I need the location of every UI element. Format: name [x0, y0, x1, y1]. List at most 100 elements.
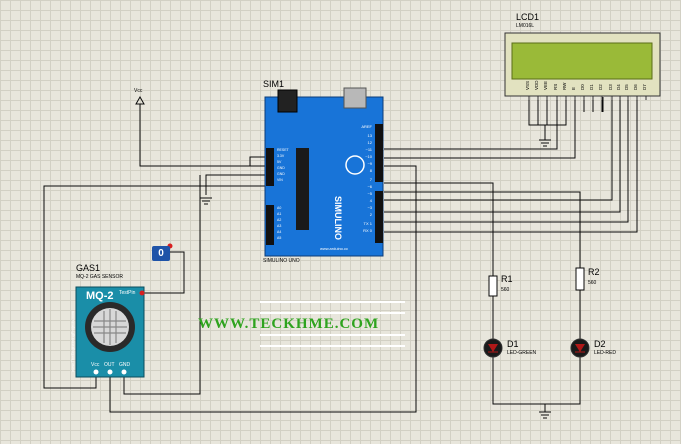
led-d1[interactable]: [483, 338, 503, 358]
arduino-right-pin-label: AREF: [361, 124, 372, 129]
ground-symbol-leds: [539, 411, 551, 419]
wire-lcd-d7: [384, 97, 638, 233]
lcd-pin-label-rw: RW: [562, 82, 567, 90]
arduino-right-pin-label: ~10: [365, 154, 373, 159]
arduino-right-pin-label: ~6: [367, 184, 372, 189]
lcd-ref: LCD1: [516, 12, 540, 22]
watermark: WWW.TECKHME.COM: [198, 316, 380, 332]
arduino-right-pin-label: ~3: [367, 205, 372, 210]
wire-pin13-r1: [384, 182, 494, 276]
r2-value: 560: [588, 280, 597, 286]
gas-pin-vcc: Vcc: [91, 362, 100, 368]
arduino-brand: SIMULINO: [333, 196, 343, 240]
gas-sensor[interactable]: [75, 286, 145, 378]
gas-test-pin-label: TestPin: [119, 290, 136, 296]
wire-lcd-d5: [384, 97, 621, 213]
lcd-pin-label-d6: D6: [633, 84, 638, 90]
arduino-right-pin-label: TX 1: [364, 221, 373, 226]
wire-lcd-e: [384, 97, 576, 159]
arduino-left-pin-label: A3: [277, 224, 281, 228]
lcd-pin-label-vdd: VDD: [534, 80, 539, 90]
arduino-right-pin-label: 4: [370, 198, 373, 203]
lcd-pin-label-rs: RS: [553, 84, 558, 90]
d1-ref: D1: [507, 339, 519, 349]
wire-vcc-gas: [249, 156, 268, 166]
vcc-power-arrow: [135, 95, 145, 105]
arduino-right-headers: [375, 124, 383, 243]
wire-probe: [142, 251, 185, 294]
arduino-logo: [345, 155, 365, 175]
arduino-right-pin-label: ~5: [367, 191, 372, 196]
gas-site: www.TheEngineeringProjects.com: [70, 311, 75, 372]
lcd-pin-label-e: E: [571, 87, 576, 90]
usb-port: [343, 87, 367, 109]
lcd-pin-label-d7: D7: [642, 84, 647, 90]
arduino-left-pin-label: VIN: [277, 178, 283, 182]
arduino-board[interactable]: [264, 87, 384, 257]
lcd-pin-row: [528, 96, 647, 100]
wires: [43, 97, 638, 413]
resistor-r1[interactable]: [488, 275, 498, 297]
lcd-pin-label-vss: VSS: [525, 81, 530, 90]
lcd-pin-label-d3: D3: [608, 84, 613, 90]
wire-lcd-d6: [384, 97, 629, 223]
wire-gas-vcc: [43, 185, 268, 389]
logic-probe-value[interactable]: 0: [152, 246, 170, 261]
arduino-right-pin-label: 7: [370, 177, 373, 182]
grid-placeholder: [260, 301, 405, 347]
arduino-right-pin-label: 13: [368, 133, 373, 138]
wire-lcd-vss: [528, 97, 546, 140]
arduino-model: SIMULINO UNO: [263, 258, 300, 264]
lcd-model: LM016L: [516, 23, 535, 29]
r1-ref: R1: [501, 274, 513, 284]
arduino-left-pin-label: 3.3V: [277, 154, 285, 158]
lcd-display[interactable]: [504, 32, 661, 100]
arduino-right-pin-label: 2: [370, 212, 373, 217]
d2-ref: D2: [594, 339, 606, 349]
wire-pin12-r2: [384, 191, 581, 268]
arduino-left-pin-label: GND: [277, 166, 285, 170]
vcc-label: Vcc: [134, 88, 143, 94]
power-jack: [277, 89, 298, 113]
led-d2[interactable]: [570, 338, 590, 358]
wire-lcd-d4: [384, 97, 613, 201]
arduino-left-headers: [266, 148, 274, 245]
gas-brand: MQ-2: [86, 290, 114, 302]
arduino-url: www.arduino.cc: [320, 246, 349, 251]
arduino-right-pin-label: RX 0: [363, 228, 373, 233]
d1-model: LED-GREEN: [507, 350, 537, 356]
wire-d2-down: [545, 357, 581, 405]
lcd-pin-label-d2: D2: [598, 84, 603, 90]
wire-gas-gnd: [123, 175, 201, 395]
arduino-right-pin-label: 12: [368, 140, 373, 145]
lcd-pin-label-d5: D5: [624, 84, 629, 90]
lcd-pin-label-d1: D1: [589, 84, 594, 90]
arduino-right-pin-label: 8: [370, 168, 373, 173]
resistor-r2[interactable]: [575, 267, 585, 291]
wire-lcd-rw: [545, 97, 567, 126]
arduino-right-pin-label: ~11: [366, 147, 373, 152]
arduino-left-pin-label: RESET: [277, 148, 290, 152]
atmega-chip: [296, 148, 309, 230]
ground-symbol-lcd: [539, 139, 551, 147]
d2-model: LED-RED: [594, 350, 616, 356]
r1-value: 560: [501, 287, 510, 293]
arduino-left-pin-label: A4: [277, 230, 281, 234]
arduino-left-pin-label: A2: [277, 218, 281, 222]
gas-model: MQ-2 GAS SENSOR: [76, 274, 123, 280]
r2-ref: R2: [588, 267, 600, 277]
arduino-left-pin-label: 5V: [277, 160, 282, 164]
wire-lcd-rs: [384, 97, 558, 150]
ground-symbol-arduino: [200, 197, 212, 205]
arduino-left-pin-label: A0: [277, 206, 281, 210]
gas-ref: GAS1: [76, 263, 101, 273]
test-pin-dot: [139, 290, 145, 296]
lcd-pin-label-d4: D4: [616, 84, 621, 90]
arduino-left-pin-label: GND: [277, 172, 285, 176]
arduino-left-pin-label: A5: [277, 236, 281, 240]
arduino-right-pin-label: ~9: [367, 161, 372, 166]
wire-vcc: [139, 104, 268, 167]
wire-arduino-gnd: [205, 174, 268, 195]
wire-d1-down: [492, 357, 545, 405]
